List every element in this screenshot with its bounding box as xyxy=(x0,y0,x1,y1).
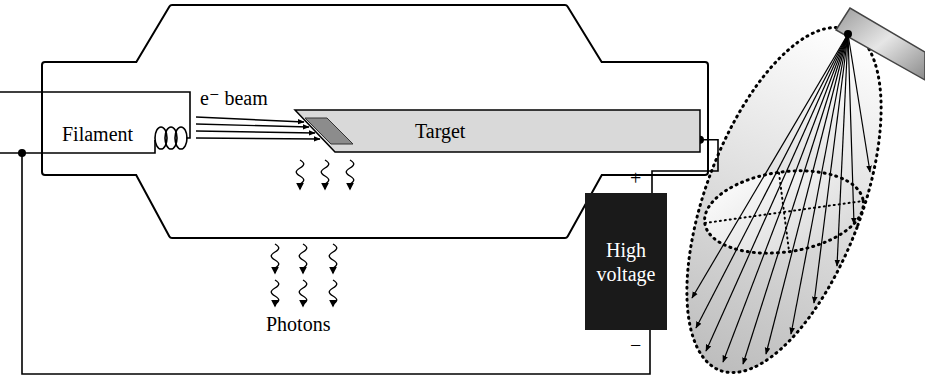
target-face xyxy=(305,118,353,144)
photon-arrow xyxy=(271,280,279,306)
photon-arrow xyxy=(296,160,304,189)
photon-arrow xyxy=(271,244,279,273)
part-label: Filament xyxy=(62,123,133,145)
ray xyxy=(692,34,848,298)
photon-arrow xyxy=(346,160,354,189)
ray xyxy=(791,34,848,334)
target-label: Target xyxy=(415,119,465,143)
ray xyxy=(696,34,848,328)
wire-junction xyxy=(18,149,26,157)
ray-arrows xyxy=(692,34,870,364)
photon-arrow xyxy=(299,280,307,306)
photon-arrows xyxy=(271,160,354,306)
beam-label: e⁻ beam xyxy=(200,87,268,109)
photon-arrow xyxy=(299,244,307,273)
part-label: Photons xyxy=(266,313,330,335)
polarity-sign: + xyxy=(630,167,641,189)
part-label-holder: Photons xyxy=(266,312,330,336)
beam-line xyxy=(196,138,320,139)
polarity-sign: − xyxy=(630,334,641,356)
beam-line xyxy=(196,131,315,133)
electron-beam xyxy=(196,117,320,139)
beam-line xyxy=(196,117,304,122)
return-wire xyxy=(22,153,650,374)
box-label: High voltage xyxy=(591,238,661,286)
ray xyxy=(814,34,848,303)
photon-arrow xyxy=(329,280,337,306)
target-shape xyxy=(295,110,700,152)
target-block: Target xyxy=(295,110,700,152)
radiation-cone xyxy=(647,2,921,381)
polarity-sign-holder: − xyxy=(630,333,641,357)
beam-label-holder: e⁻ beam xyxy=(200,86,268,110)
ray xyxy=(848,34,854,224)
polarity-sign-holder: + xyxy=(630,166,641,190)
photon-arrow xyxy=(321,160,329,189)
part-label-holder: Filament xyxy=(62,122,133,146)
photon-arrow xyxy=(329,244,337,273)
focal-spot xyxy=(844,30,852,38)
anode-plate xyxy=(836,8,925,80)
filament-coil xyxy=(175,127,187,149)
target-body xyxy=(295,110,700,152)
ray xyxy=(743,34,848,364)
beam-line xyxy=(196,124,309,127)
ray xyxy=(723,34,848,362)
power-supply-box: High voltage xyxy=(585,193,667,330)
ray xyxy=(766,34,848,354)
ray xyxy=(706,34,848,351)
